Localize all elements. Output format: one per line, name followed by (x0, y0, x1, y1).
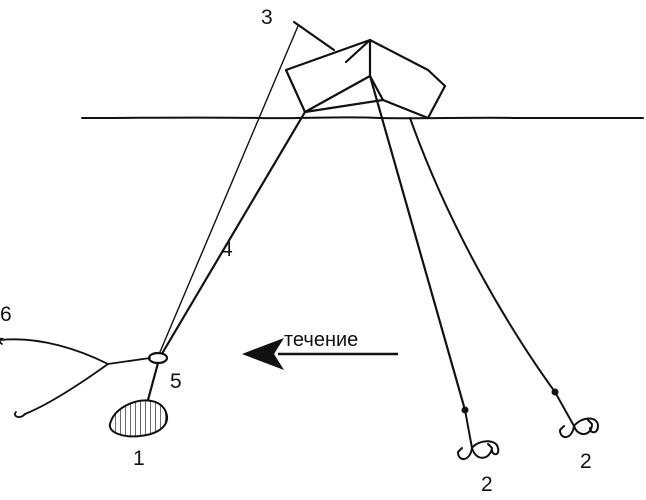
main-line (161, 110, 307, 354)
treble-hook-right (551, 388, 599, 438)
sinker-weight (108, 399, 168, 438)
side-line-end-hook-lower (14, 411, 26, 418)
water-surface-line (81, 116, 644, 120)
side-line-lower (24, 363, 109, 415)
label-5: 5 (170, 370, 182, 393)
label-2-right: 2 (580, 450, 592, 473)
label-3: 3 (261, 6, 273, 29)
label-6: 6 (0, 303, 12, 326)
side-line-end-hook-upper (0, 337, 5, 345)
label-4: 4 (221, 238, 233, 261)
current-label: течение (284, 329, 358, 351)
side-line-upper (0, 338, 151, 365)
hook-line-right (409, 117, 556, 393)
label-2-left: 2 (481, 473, 493, 496)
ring (147, 351, 169, 365)
current-arrow (242, 338, 398, 370)
sinker-line (146, 361, 160, 402)
treble-hook-left (457, 406, 500, 460)
float-line (292, 20, 336, 52)
label-1: 1 (133, 447, 145, 470)
float-body (284, 38, 447, 120)
hook-line-left (368, 74, 467, 412)
leader-line (159, 25, 299, 353)
